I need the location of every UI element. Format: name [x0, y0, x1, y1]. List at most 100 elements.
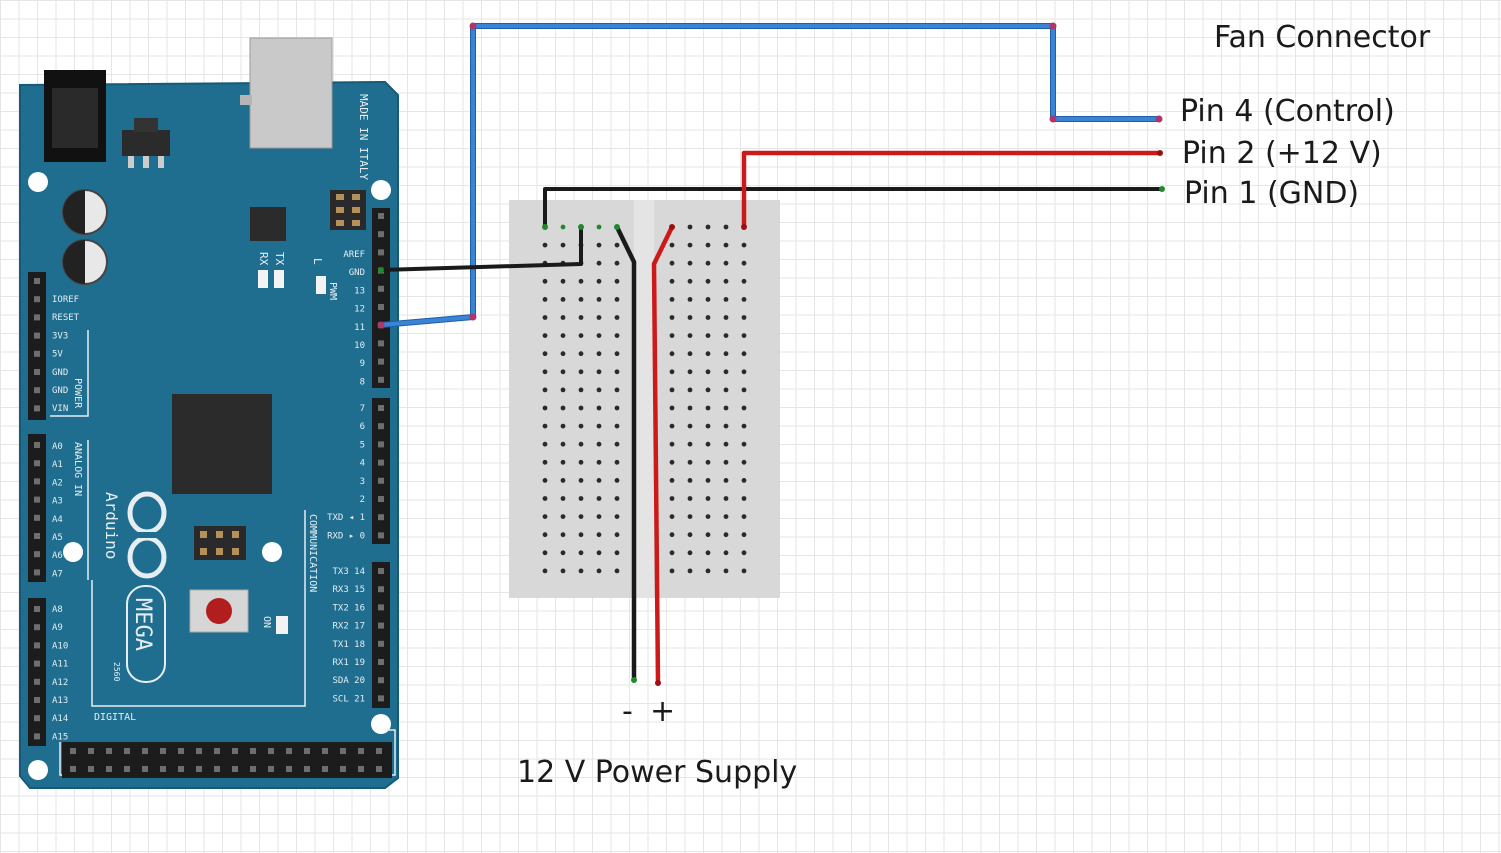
header-pin	[34, 606, 40, 612]
header-pin	[34, 697, 40, 703]
header-pin	[34, 551, 40, 558]
breadboard-hole	[705, 260, 711, 266]
breadboard-hole	[723, 351, 729, 357]
arduino-logo	[127, 491, 167, 579]
breadboard-hole	[705, 568, 711, 574]
rx-label: RX	[257, 252, 270, 266]
breadboard-hole	[560, 242, 566, 248]
breadboard-hole	[669, 478, 675, 483]
breadboard-hole	[723, 242, 729, 248]
comm-pin-label: SCL 21	[332, 694, 365, 704]
breadboard-hole	[723, 550, 729, 556]
comm-header	[372, 562, 390, 708]
capacitors	[62, 189, 108, 285]
breadboard-hole	[741, 278, 747, 284]
breadboard-hole	[614, 441, 620, 447]
breadboard-hole	[705, 532, 711, 538]
breadboard-hole	[687, 333, 693, 338]
header-pin	[196, 748, 202, 754]
digital-pin-label: 7	[360, 404, 365, 414]
breadboard-hole	[669, 369, 675, 375]
header-pin	[322, 766, 328, 772]
breadboard-hole	[578, 405, 584, 411]
breadboard-hole	[542, 514, 548, 519]
breadboard-hole	[560, 369, 566, 375]
breadboard-hole	[669, 441, 675, 447]
digital-pin-label: RXD ▸ 0	[327, 531, 365, 541]
digital-pin-label: TXD ◂ 1	[327, 513, 365, 523]
breadboard-hole	[741, 478, 747, 483]
wire-ground-arduino	[378, 224, 584, 273]
header-pin	[88, 748, 94, 754]
breadboard-hole	[723, 496, 729, 501]
breadboard-hole	[614, 478, 620, 483]
breadboard-hole	[741, 423, 747, 429]
breadboard-hole	[723, 315, 729, 320]
power-pin-label: 3V3	[52, 331, 68, 341]
breadboard-hole	[596, 478, 602, 483]
wire-supply-plus	[651, 224, 675, 686]
breadboard-hole	[723, 333, 729, 338]
breadboard-hole	[596, 242, 602, 248]
header-pin	[378, 659, 384, 665]
header-pin	[250, 766, 256, 772]
header-pin	[34, 624, 40, 631]
analog-pin-label: A7	[52, 569, 63, 579]
breadboard-hole	[669, 297, 675, 302]
breadboard-hole	[614, 315, 620, 320]
analog-pin-label: A15	[52, 732, 68, 742]
breadboard-hole	[741, 387, 747, 393]
breadboard-hole	[578, 423, 584, 429]
breadboard-hole	[596, 568, 602, 574]
breadboard-hole	[741, 369, 747, 375]
breadboard-hole	[687, 297, 693, 302]
breadboard-hole	[723, 441, 729, 447]
digital-pin-label: 11	[354, 323, 365, 333]
arduino-mega-board: TX RX L ON Arduino MEGA 2560 MADE IN ITA…	[19, 37, 399, 789]
breadboard-hole	[578, 550, 584, 556]
comm-pin-label: TX3 14	[332, 567, 365, 577]
header-pin	[378, 376, 384, 383]
breadboard-hole	[560, 224, 566, 230]
analog-pin-label: A6	[52, 551, 63, 561]
breadboard-hole	[596, 423, 602, 429]
header-pin	[34, 405, 40, 412]
breadboard-hole	[596, 387, 602, 393]
power-pin-label: 5V	[52, 350, 63, 360]
breadboard-hole	[705, 315, 711, 320]
header-pin	[34, 296, 40, 303]
header-pin	[196, 766, 202, 772]
breadboard-hole	[578, 532, 584, 538]
breadboard-hole	[596, 550, 602, 556]
header-pin	[378, 496, 384, 502]
breadboard-hole	[596, 496, 602, 501]
power-pin-label: RESET	[52, 313, 80, 323]
header-pin	[214, 748, 220, 754]
breadboard-hole	[723, 297, 729, 302]
header-pins	[34, 213, 384, 772]
breadboard-hole	[542, 387, 548, 393]
breadboard-hole	[596, 297, 602, 302]
breadboard-hole	[705, 369, 711, 375]
breadboard-hole	[578, 496, 584, 501]
breadboard-hole	[614, 568, 620, 574]
analog-pin-label: A8	[52, 605, 63, 615]
breadboard-hole	[669, 351, 675, 357]
power-supply-label: 12 V Power Supply	[517, 755, 798, 790]
breadboard-hole	[560, 423, 566, 429]
breadboard-hole	[596, 278, 602, 284]
breadboard-hole	[723, 278, 729, 284]
breadboard-hole	[560, 496, 566, 501]
breadboard-hole	[542, 423, 548, 429]
breadboard-hole	[687, 387, 693, 393]
breadboard-hole	[723, 369, 729, 375]
usb-connector	[249, 37, 333, 149]
breadboard-hole	[687, 459, 693, 465]
breadboard-hole	[705, 459, 711, 465]
arduino-brand-label: Arduino	[102, 492, 121, 559]
breadboard-hole	[542, 242, 548, 248]
digital-header-bottom	[62, 742, 392, 778]
breadboard-hole	[687, 242, 693, 248]
analog-pin-label: A1	[52, 460, 63, 470]
breadboard-hole	[560, 478, 566, 483]
